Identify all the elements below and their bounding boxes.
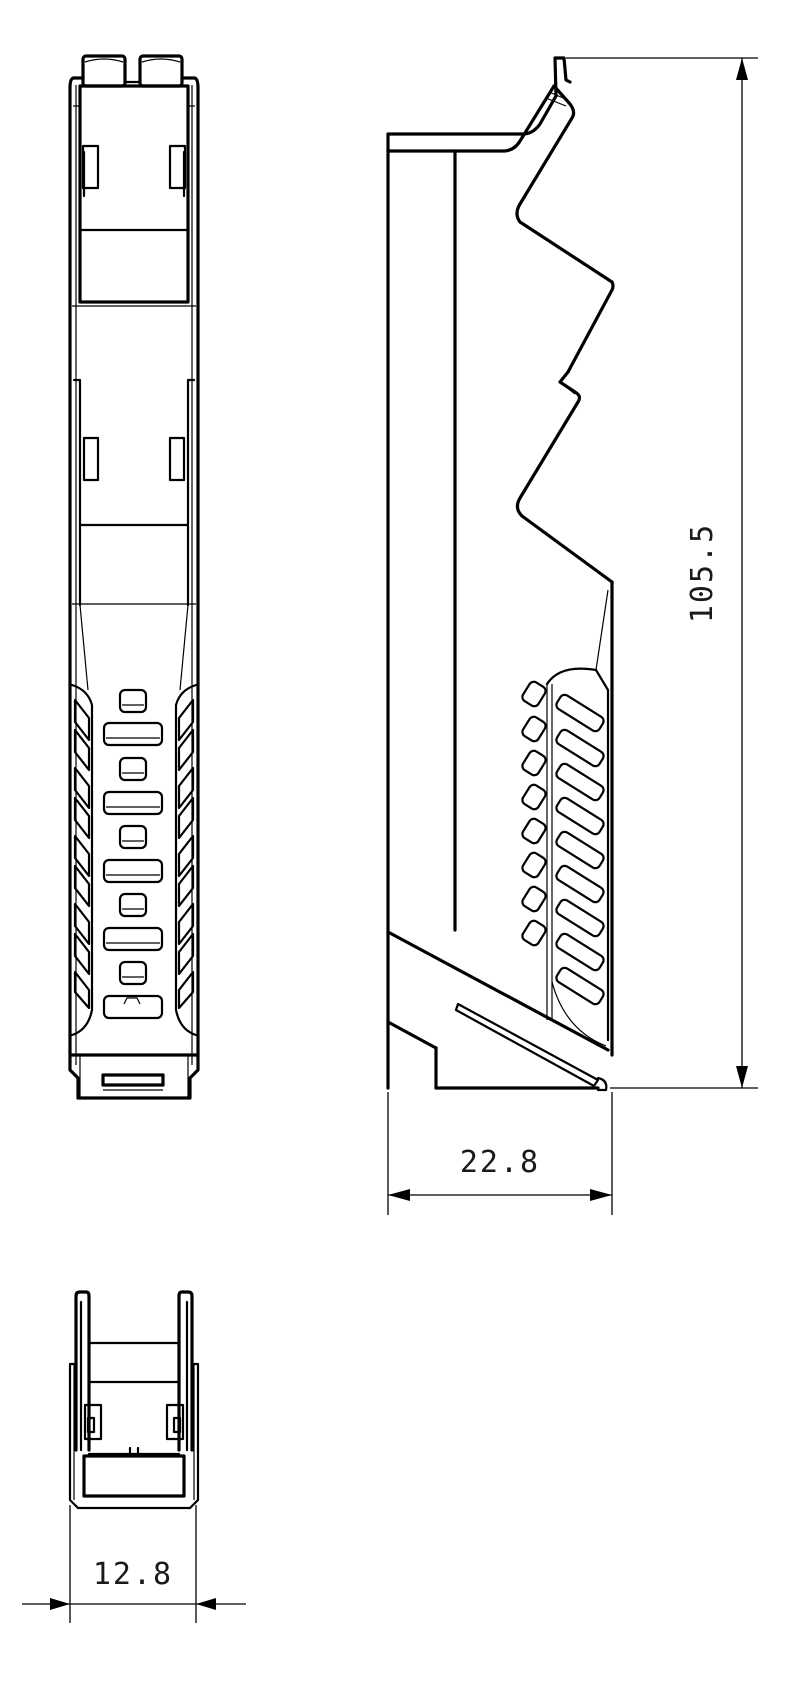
dimension-height: 105.5 — [566, 57, 758, 1089]
terminal-block-icon — [81, 54, 184, 88]
side-view — [386, 56, 615, 1092]
dimension-depth-label: 22.8 — [460, 1145, 540, 1180]
center-vent-slots — [102, 688, 164, 1020]
right-vent-ribs — [177, 698, 195, 1010]
bottom-view — [68, 1290, 200, 1510]
dimension-width: 12.8 — [22, 1505, 246, 1623]
dimension-height-label: 105.5 — [685, 523, 720, 623]
left-vent-ribs — [73, 698, 91, 1010]
dimension-width-label: 12.8 — [93, 1557, 173, 1592]
dimension-depth: 22.8 — [387, 1092, 613, 1215]
side-small-vents — [521, 680, 547, 947]
front-view — [68, 54, 200, 1100]
side-long-vents — [555, 693, 605, 1006]
